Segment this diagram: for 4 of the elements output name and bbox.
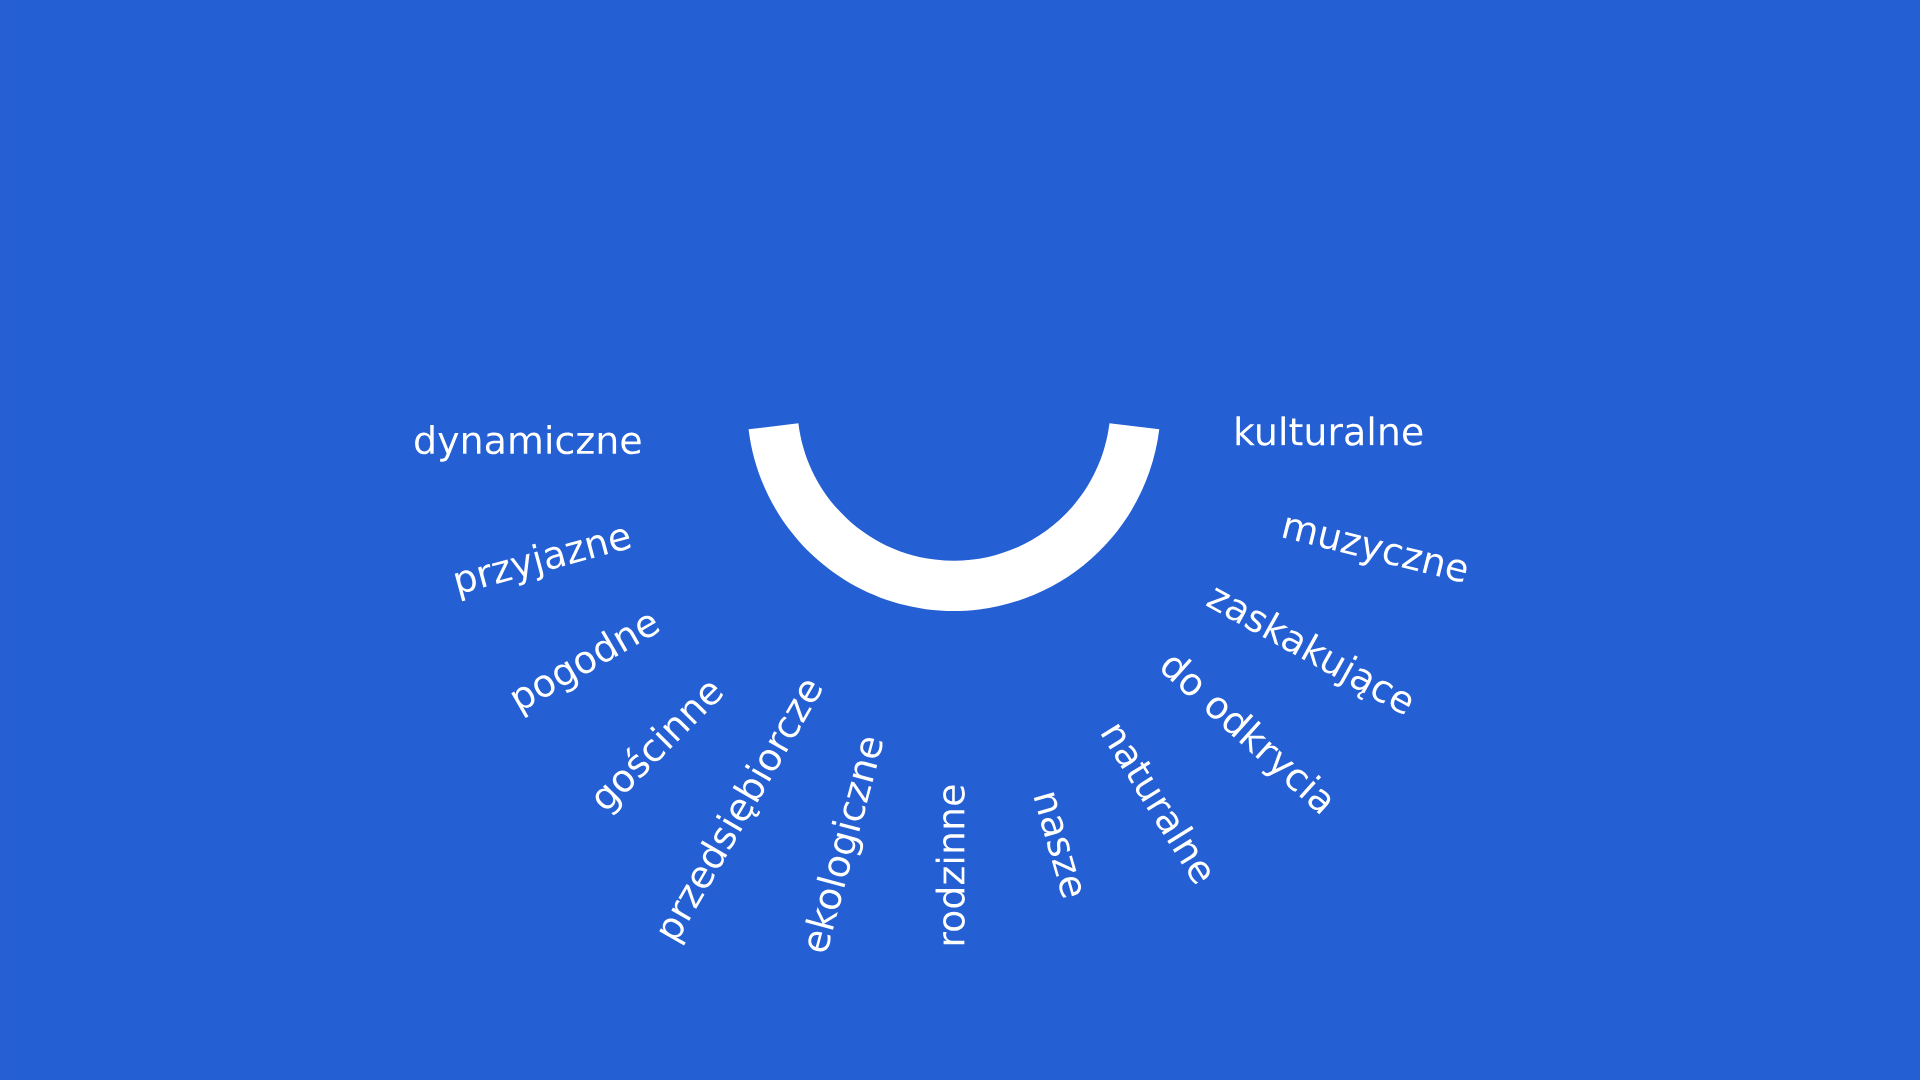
word-label: rodzinne: [935, 785, 965, 945]
word-label: kulturalne: [1236, 416, 1423, 446]
word-label: nasze: [1033, 792, 1082, 898]
word-label: dynamiczne: [415, 424, 641, 462]
